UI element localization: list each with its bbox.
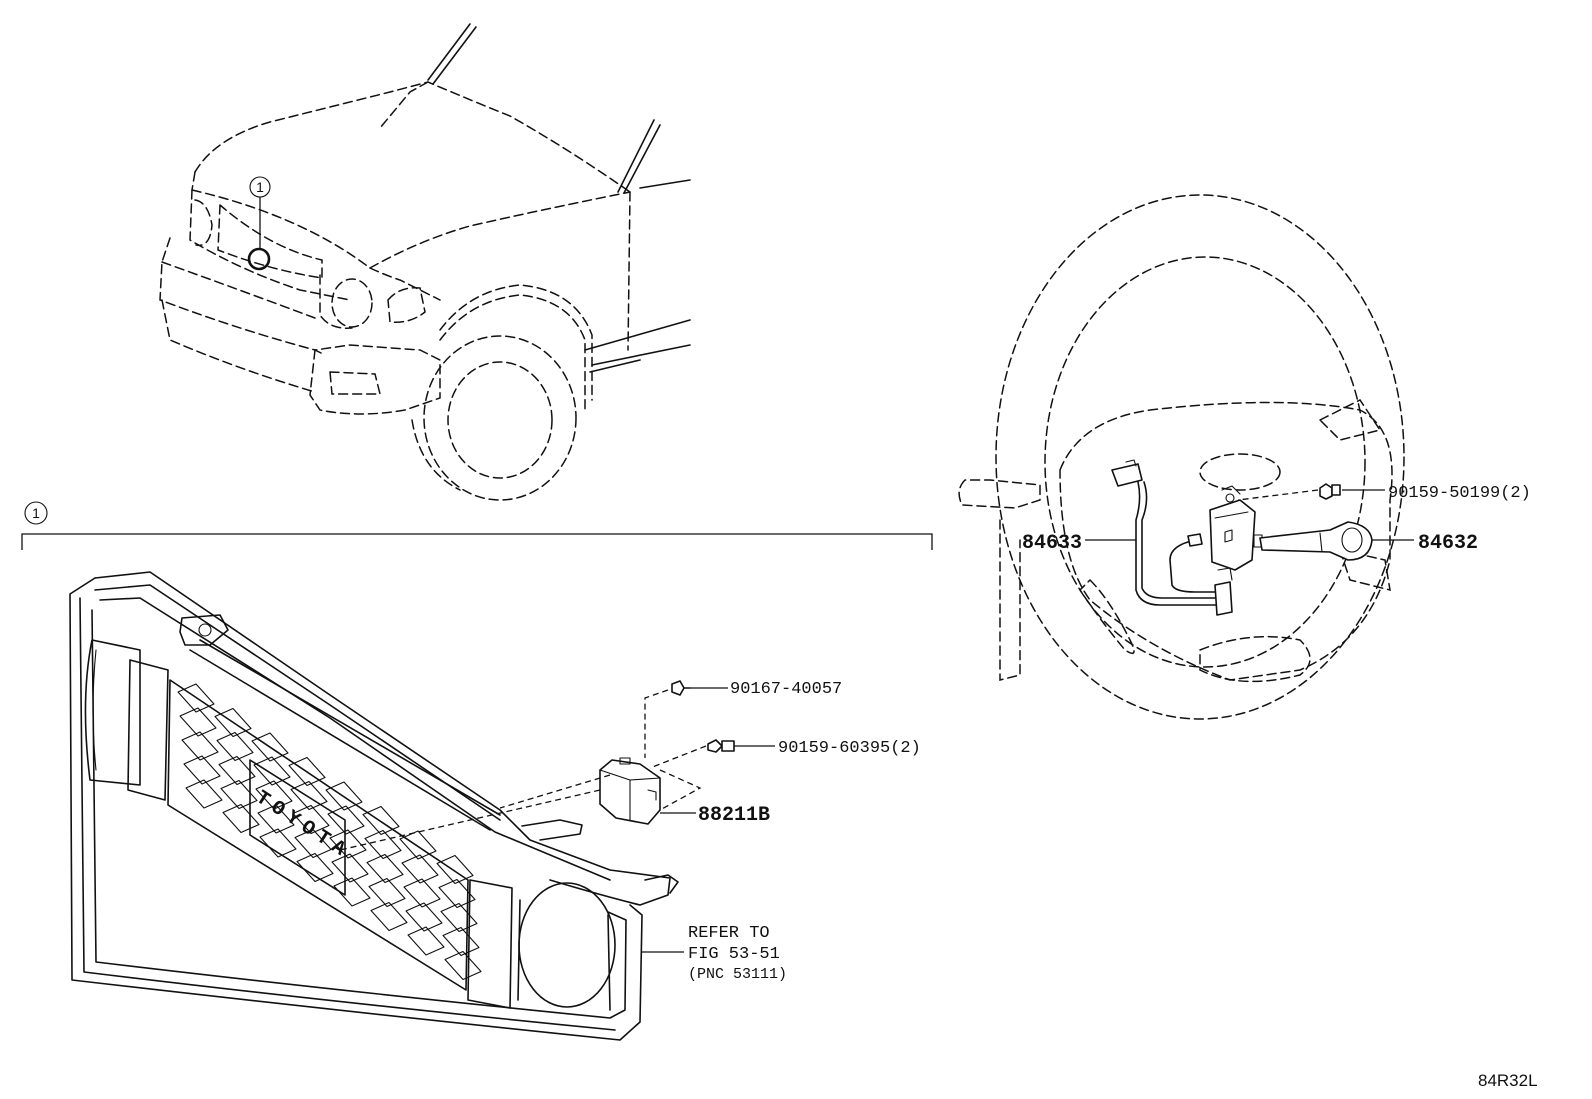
grille-mesh-cell (327, 805, 365, 835)
grille-mesh-cell (370, 901, 408, 932)
sensor-bolt-leader-2 (659, 769, 702, 811)
grille-mesh-cell (218, 755, 256, 786)
steering-wheel-illustration (958, 194, 1405, 720)
sensor-screw-leader (644, 689, 669, 758)
section-callout-1: 1 (32, 505, 40, 521)
label-grille-ref-line1: REFER TO (688, 924, 770, 943)
grille-mesh-cell (329, 829, 367, 859)
grille-mesh-cell (364, 829, 402, 860)
grille-mesh-cell (325, 781, 363, 811)
grille-mesh-cell (294, 828, 332, 859)
grille-mesh-cell (214, 707, 252, 738)
label-sensor-screw: 90167-40057 (730, 680, 842, 699)
grille-mesh-cell (259, 828, 297, 858)
grille-mesh-cell (255, 780, 293, 810)
vehicle-front-illustration (159, 23, 691, 501)
grille-mesh-cell (403, 878, 441, 908)
grille-mesh-cell (333, 877, 371, 907)
label-switch-screw: 90159-50199(2) (1388, 484, 1531, 503)
label-grille-ref-line3: (PNC 53111) (688, 966, 787, 983)
figure-code: 84R32L (1478, 1071, 1538, 1090)
grille-mesh-cell (181, 731, 219, 761)
grille-mesh-cell (290, 780, 328, 811)
grille-mesh-cell (407, 926, 445, 956)
sensor-illustration (599, 680, 735, 825)
grille-mesh-cell (405, 902, 443, 932)
grille-mesh-cell (296, 852, 334, 883)
grille-mesh-cell (436, 854, 474, 885)
grille-mesh-cell (185, 779, 223, 809)
grille-mesh-cell (220, 779, 258, 810)
grille-mesh-cell (257, 804, 295, 834)
label-grille-ref-line2: FIG 53-51 (688, 945, 780, 964)
grille-mesh-cell (216, 731, 254, 762)
grille-mesh-cell (331, 853, 369, 883)
label-sensor-bolt: 90159-60395(2) (778, 739, 921, 758)
sensor-mount-leader-2 (499, 774, 611, 809)
label-switch-wire: 84633 (1022, 532, 1082, 555)
grille-mesh-cell (177, 683, 215, 713)
grille-mesh-cell (251, 732, 289, 762)
grille-mesh-cell (442, 926, 480, 957)
grille-mesh-cell (444, 950, 482, 981)
grille-mesh-cell (440, 902, 478, 933)
vehicle-callout-1: 1 (256, 179, 264, 195)
section-bracket (21, 501, 933, 550)
grille-mesh-cell (368, 877, 406, 908)
grille-mesh-cell (401, 854, 439, 884)
radiator-grille-illustration (69, 571, 679, 1041)
grille-mesh-cell (288, 756, 326, 787)
grille-mesh-cell (292, 804, 330, 835)
grille-mesh-cell (179, 707, 217, 737)
grille-mesh-cell (366, 853, 404, 884)
label-switch: 84632 (1418, 532, 1478, 555)
grille-mesh-cell (222, 803, 260, 834)
sensor-bolt-leader (649, 745, 707, 769)
grille-mesh-cell (362, 805, 400, 836)
grille-mesh-cell (183, 755, 221, 785)
grille-mesh-cell (253, 756, 291, 786)
label-sensor: 88211B (698, 804, 770, 827)
switch-screw-leader (1237, 489, 1319, 501)
sensor-mount-leader (339, 789, 601, 851)
grille-mesh-cell (438, 878, 476, 909)
